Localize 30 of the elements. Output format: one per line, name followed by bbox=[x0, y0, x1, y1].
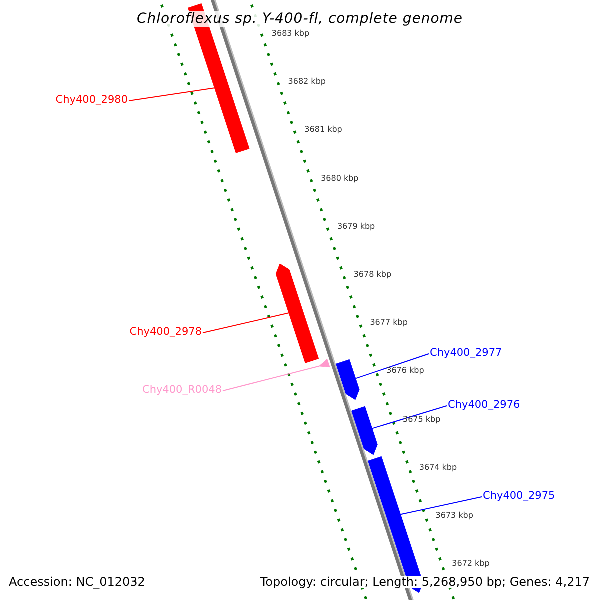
gene-label: Chy400_2975 bbox=[483, 491, 556, 502]
leader-line bbox=[372, 406, 448, 430]
gene-feature bbox=[336, 359, 360, 400]
scale-label: 3681 kbp bbox=[304, 126, 342, 134]
rna-marker bbox=[318, 359, 330, 368]
leader-line bbox=[222, 366, 320, 392]
scale-label: 3673 kbp bbox=[436, 512, 474, 520]
gene-feature bbox=[352, 406, 378, 456]
accession-label: Accession: NC_012032 bbox=[9, 576, 146, 588]
genome-summary: Topology: circular; Length: 5,268,950 bp; Genes: 4,217 bbox=[260, 576, 590, 588]
gene-label: Chy400_2977 bbox=[430, 348, 502, 358]
scale-label: 3683 kbp bbox=[272, 30, 310, 38]
scale-label: 3682 kbp bbox=[288, 78, 326, 86]
leader-line bbox=[128, 88, 216, 102]
scale-label: 3672 kbp bbox=[452, 560, 490, 568]
scale-label: 3674 kbp bbox=[419, 464, 458, 472]
gene-label: Chy400_2980 bbox=[56, 95, 128, 106]
gene-feature bbox=[276, 264, 320, 364]
scale-label: 3677 kbp bbox=[370, 319, 408, 328]
gene-label: Chy400_2978 bbox=[130, 327, 202, 338]
scale-label: 3676 kbp bbox=[386, 367, 424, 376]
leader-line bbox=[400, 496, 482, 516]
scale-label: 3680 kbp bbox=[321, 174, 359, 183]
gene-label: Chy400_R0048 bbox=[142, 385, 222, 396]
leader-line bbox=[355, 354, 430, 380]
scale-label: 3679 kbp bbox=[337, 222, 376, 231]
scale-label: 3678 kbp bbox=[354, 271, 392, 279]
leader-line bbox=[202, 312, 290, 334]
scale-label: 3675 kbp bbox=[403, 416, 441, 424]
gene-label: Chy400_2976 bbox=[448, 400, 520, 410]
